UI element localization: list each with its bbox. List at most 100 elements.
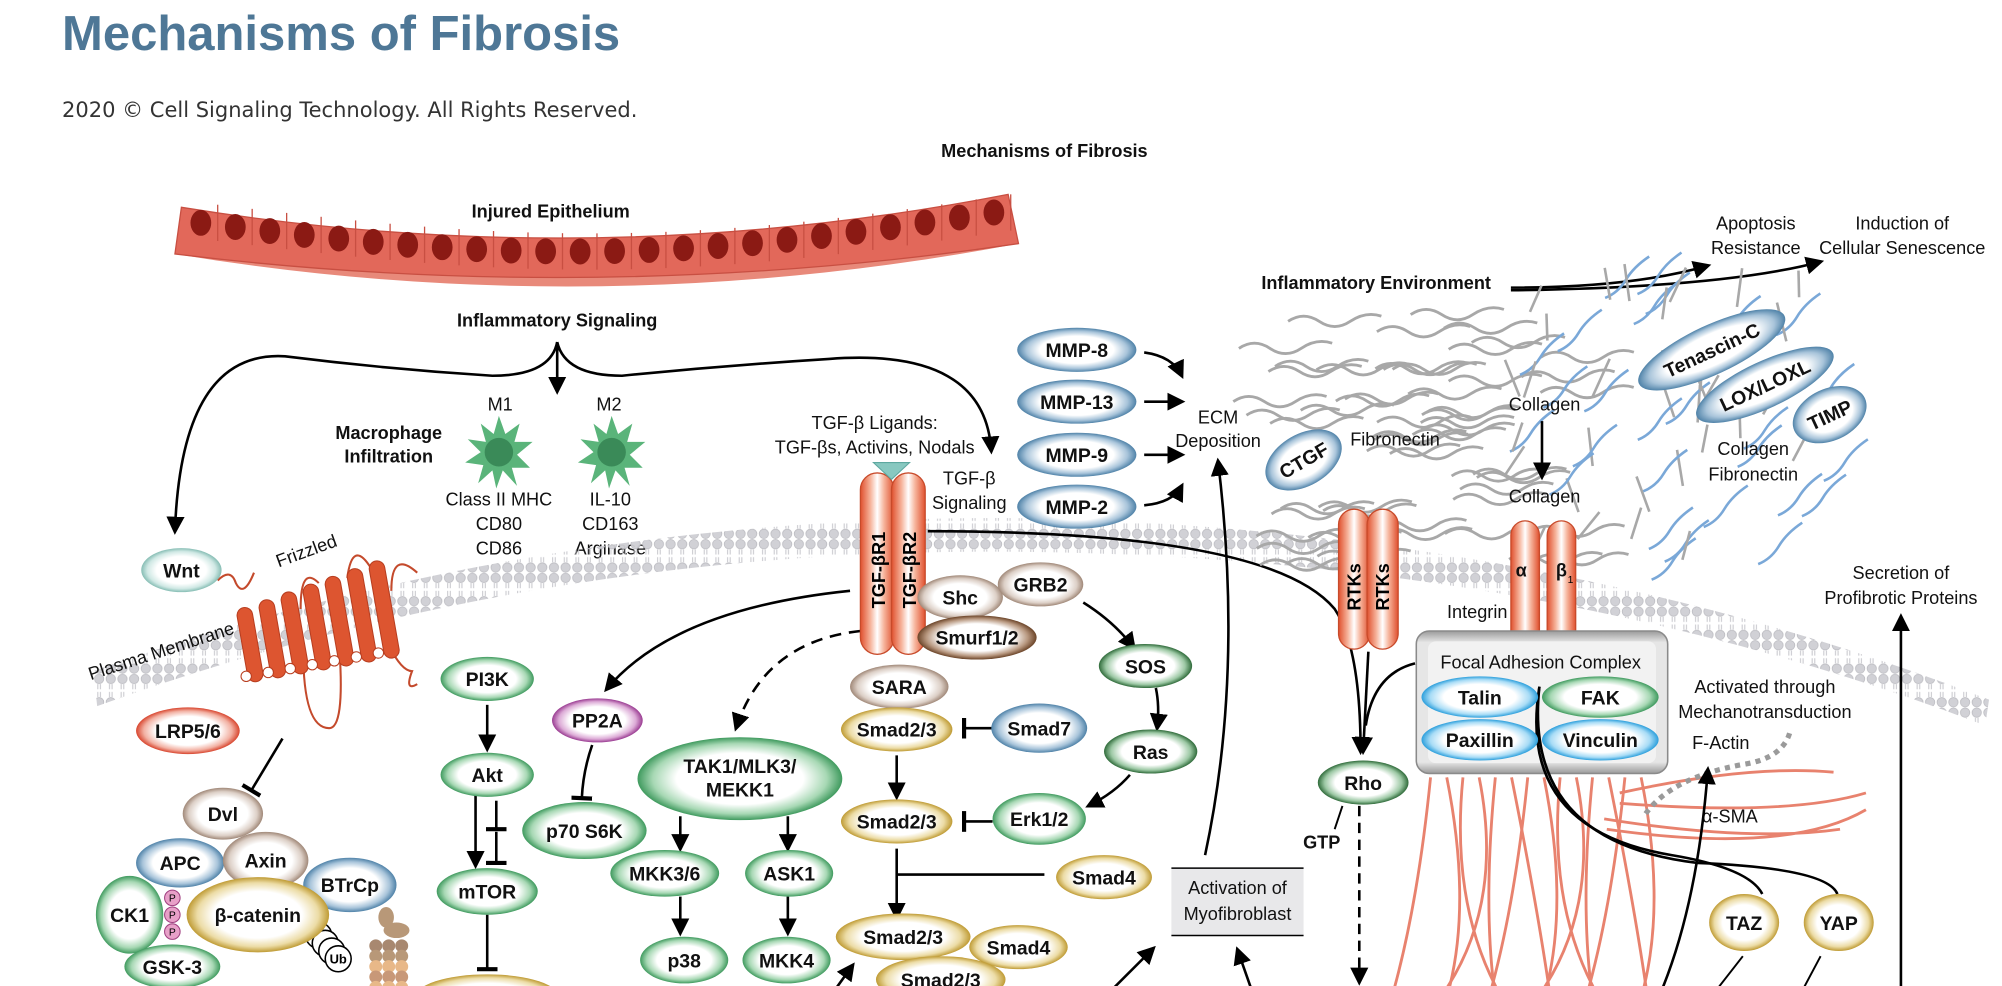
ecm-label-1: ECM [1198, 408, 1238, 428]
node-shape [1098, 643, 1193, 688]
node-bcatenin[interactable]: β-catenin [186, 877, 330, 953]
node-mmp13[interactable]: MMP-13 [1017, 379, 1137, 424]
node-label: TAK1/MLK3/ [683, 756, 797, 778]
node-ask1[interactable]: ASK1 [745, 849, 834, 897]
a-sma-label: α-SMA [1702, 807, 1759, 827]
node-talin[interactable]: Talin [1421, 676, 1539, 718]
node-btrcp[interactable]: BTrCp [303, 857, 397, 913]
node-shape [424, 974, 551, 986]
tgfbr2-label: TGF-βR2 [900, 532, 920, 609]
node-smad7[interactable]: Smad7 [991, 703, 1088, 753]
node-shape [182, 787, 264, 840]
tgfbr1-label: TGF-βR1 [869, 532, 889, 609]
frizzled-label: Frizzled [273, 531, 339, 571]
node-smad23c[interactable]: Smad2/3 [835, 913, 971, 961]
node-shape [1803, 894, 1874, 952]
node-lrp56[interactable]: LRP5/6 [136, 707, 240, 755]
node-yap[interactable]: YAP [1803, 894, 1874, 952]
node-axin[interactable]: Axin [222, 831, 309, 889]
node-shape [124, 944, 221, 986]
node-tak1[interactable]: TAK1/MLK3/MEKK1 [637, 737, 843, 821]
node-ras[interactable]: Ras [1104, 729, 1198, 774]
node-shape [610, 849, 720, 897]
tgfb-ligands-label-2: TGF-βs, Activins, Nodals [775, 437, 975, 457]
node-timp[interactable]: TIMP [1783, 375, 1875, 455]
node-label: PP2A [572, 711, 623, 733]
tgfb-receptor: TGF-βR1 TGF-βR2 [859, 462, 926, 655]
node-vinculin[interactable]: Vinculin [1541, 719, 1659, 761]
node-shape [917, 615, 1037, 660]
node-smad23d[interactable]: Smad2/3 [875, 956, 1006, 986]
phosphate-label: P [169, 911, 176, 922]
node-smad23a[interactable]: Smad2/3 [840, 707, 953, 752]
node-dvl[interactable]: Dvl [182, 787, 264, 840]
node-mmp9[interactable]: MMP-9 [1017, 432, 1137, 477]
node-shape [141, 548, 222, 593]
myofibroblast-box [1171, 868, 1304, 936]
node-grb2[interactable]: GRB2 [997, 562, 1084, 607]
node-smad23b[interactable]: Smad2/3 [840, 799, 953, 844]
node-ck1[interactable]: CK1 [95, 875, 164, 954]
actin-fibers [1393, 769, 1867, 986]
node-sara[interactable]: SARA [850, 664, 949, 709]
node-label: FAK [1581, 687, 1620, 709]
env-to-senescence [1510, 256, 1825, 292]
copyright-notice: 2020 © Cell Signaling Technology. All Ri… [62, 98, 638, 122]
node-gsk3[interactable]: GSK-3 [124, 944, 221, 986]
node-label: Smad2/3 [901, 970, 981, 986]
node-rho[interactable]: Rho [1317, 760, 1409, 805]
mechano-label-2: Mechanotransduction [1678, 702, 1851, 722]
node-mkk36[interactable]: MKK3/6 [610, 849, 720, 897]
node-p70s6k[interactable]: p70 S6K [522, 802, 647, 860]
node-smurf[interactable]: Smurf1/2 [917, 615, 1037, 660]
node-p38[interactable]: p38 [640, 936, 729, 984]
node-smad4b[interactable]: Smad4 [969, 925, 1068, 970]
tgfbr-to-pp2a [604, 589, 851, 693]
node-akt[interactable]: Akt [440, 752, 534, 797]
node-label: Smad2/3 [857, 812, 937, 834]
node-pp2a[interactable]: PP2A [552, 698, 643, 743]
sos-to-ras [1149, 687, 1168, 732]
inflammatory-environment-label: Inflammatory Environment [1261, 273, 1491, 293]
focal-adhesion-label: Focal Adhesion Complex [1440, 653, 1641, 673]
node-shc[interactable]: Shc [917, 575, 1003, 620]
node-taz[interactable]: TAZ [1709, 894, 1780, 952]
node-fak[interactable]: FAK [1541, 676, 1659, 718]
node-label: YAP [1820, 913, 1858, 935]
node-sos[interactable]: SOS [1098, 643, 1193, 688]
node-shape [745, 849, 834, 897]
node-shape [95, 875, 164, 954]
node-apc[interactable]: APC [136, 838, 225, 888]
node-mkk4[interactable]: MKK4 [742, 936, 831, 984]
node-pi3k[interactable]: PI3K [440, 656, 534, 701]
node-label: APC [160, 853, 201, 875]
node-smad4a[interactable]: Smad4 [1056, 855, 1152, 900]
node-label: GRB2 [1014, 575, 1068, 597]
node-shape [1541, 719, 1659, 761]
fac-to-rho [1364, 662, 1416, 726]
signal-arrow-to-wnt [166, 341, 559, 535]
node-shape [1317, 760, 1409, 805]
node-paxillin[interactable]: Paxillin [1421, 719, 1539, 761]
node-label: Paxillin [1446, 730, 1514, 752]
node-4ebp[interactable]: 4E-BP1/2 [415, 974, 560, 986]
node-label: Smurf1/2 [935, 628, 1018, 650]
node-ctgf[interactable]: CTGF [1255, 417, 1353, 503]
node-wnt[interactable]: Wnt [141, 548, 222, 593]
node-label: MKK3/6 [629, 864, 700, 886]
node-shape [436, 868, 538, 915]
node-shape [742, 936, 831, 984]
node-shape [1696, 346, 1834, 423]
node-mmp2[interactable]: MMP-2 [1017, 484, 1137, 529]
node-label: Smad2/3 [857, 720, 937, 742]
node-mmp8[interactable]: MMP-8 [1017, 327, 1137, 372]
myofibroblast-to-ecm [1203, 457, 1230, 856]
node-erk[interactable]: Erk1/2 [992, 792, 1086, 845]
node-mtor[interactable]: mTOR [436, 868, 538, 915]
node-label: mTOR [458, 882, 516, 904]
node-label: MMP-8 [1046, 340, 1109, 362]
node-label: Dvl [208, 804, 238, 826]
pp2a-inhibits-p70 [571, 744, 594, 801]
